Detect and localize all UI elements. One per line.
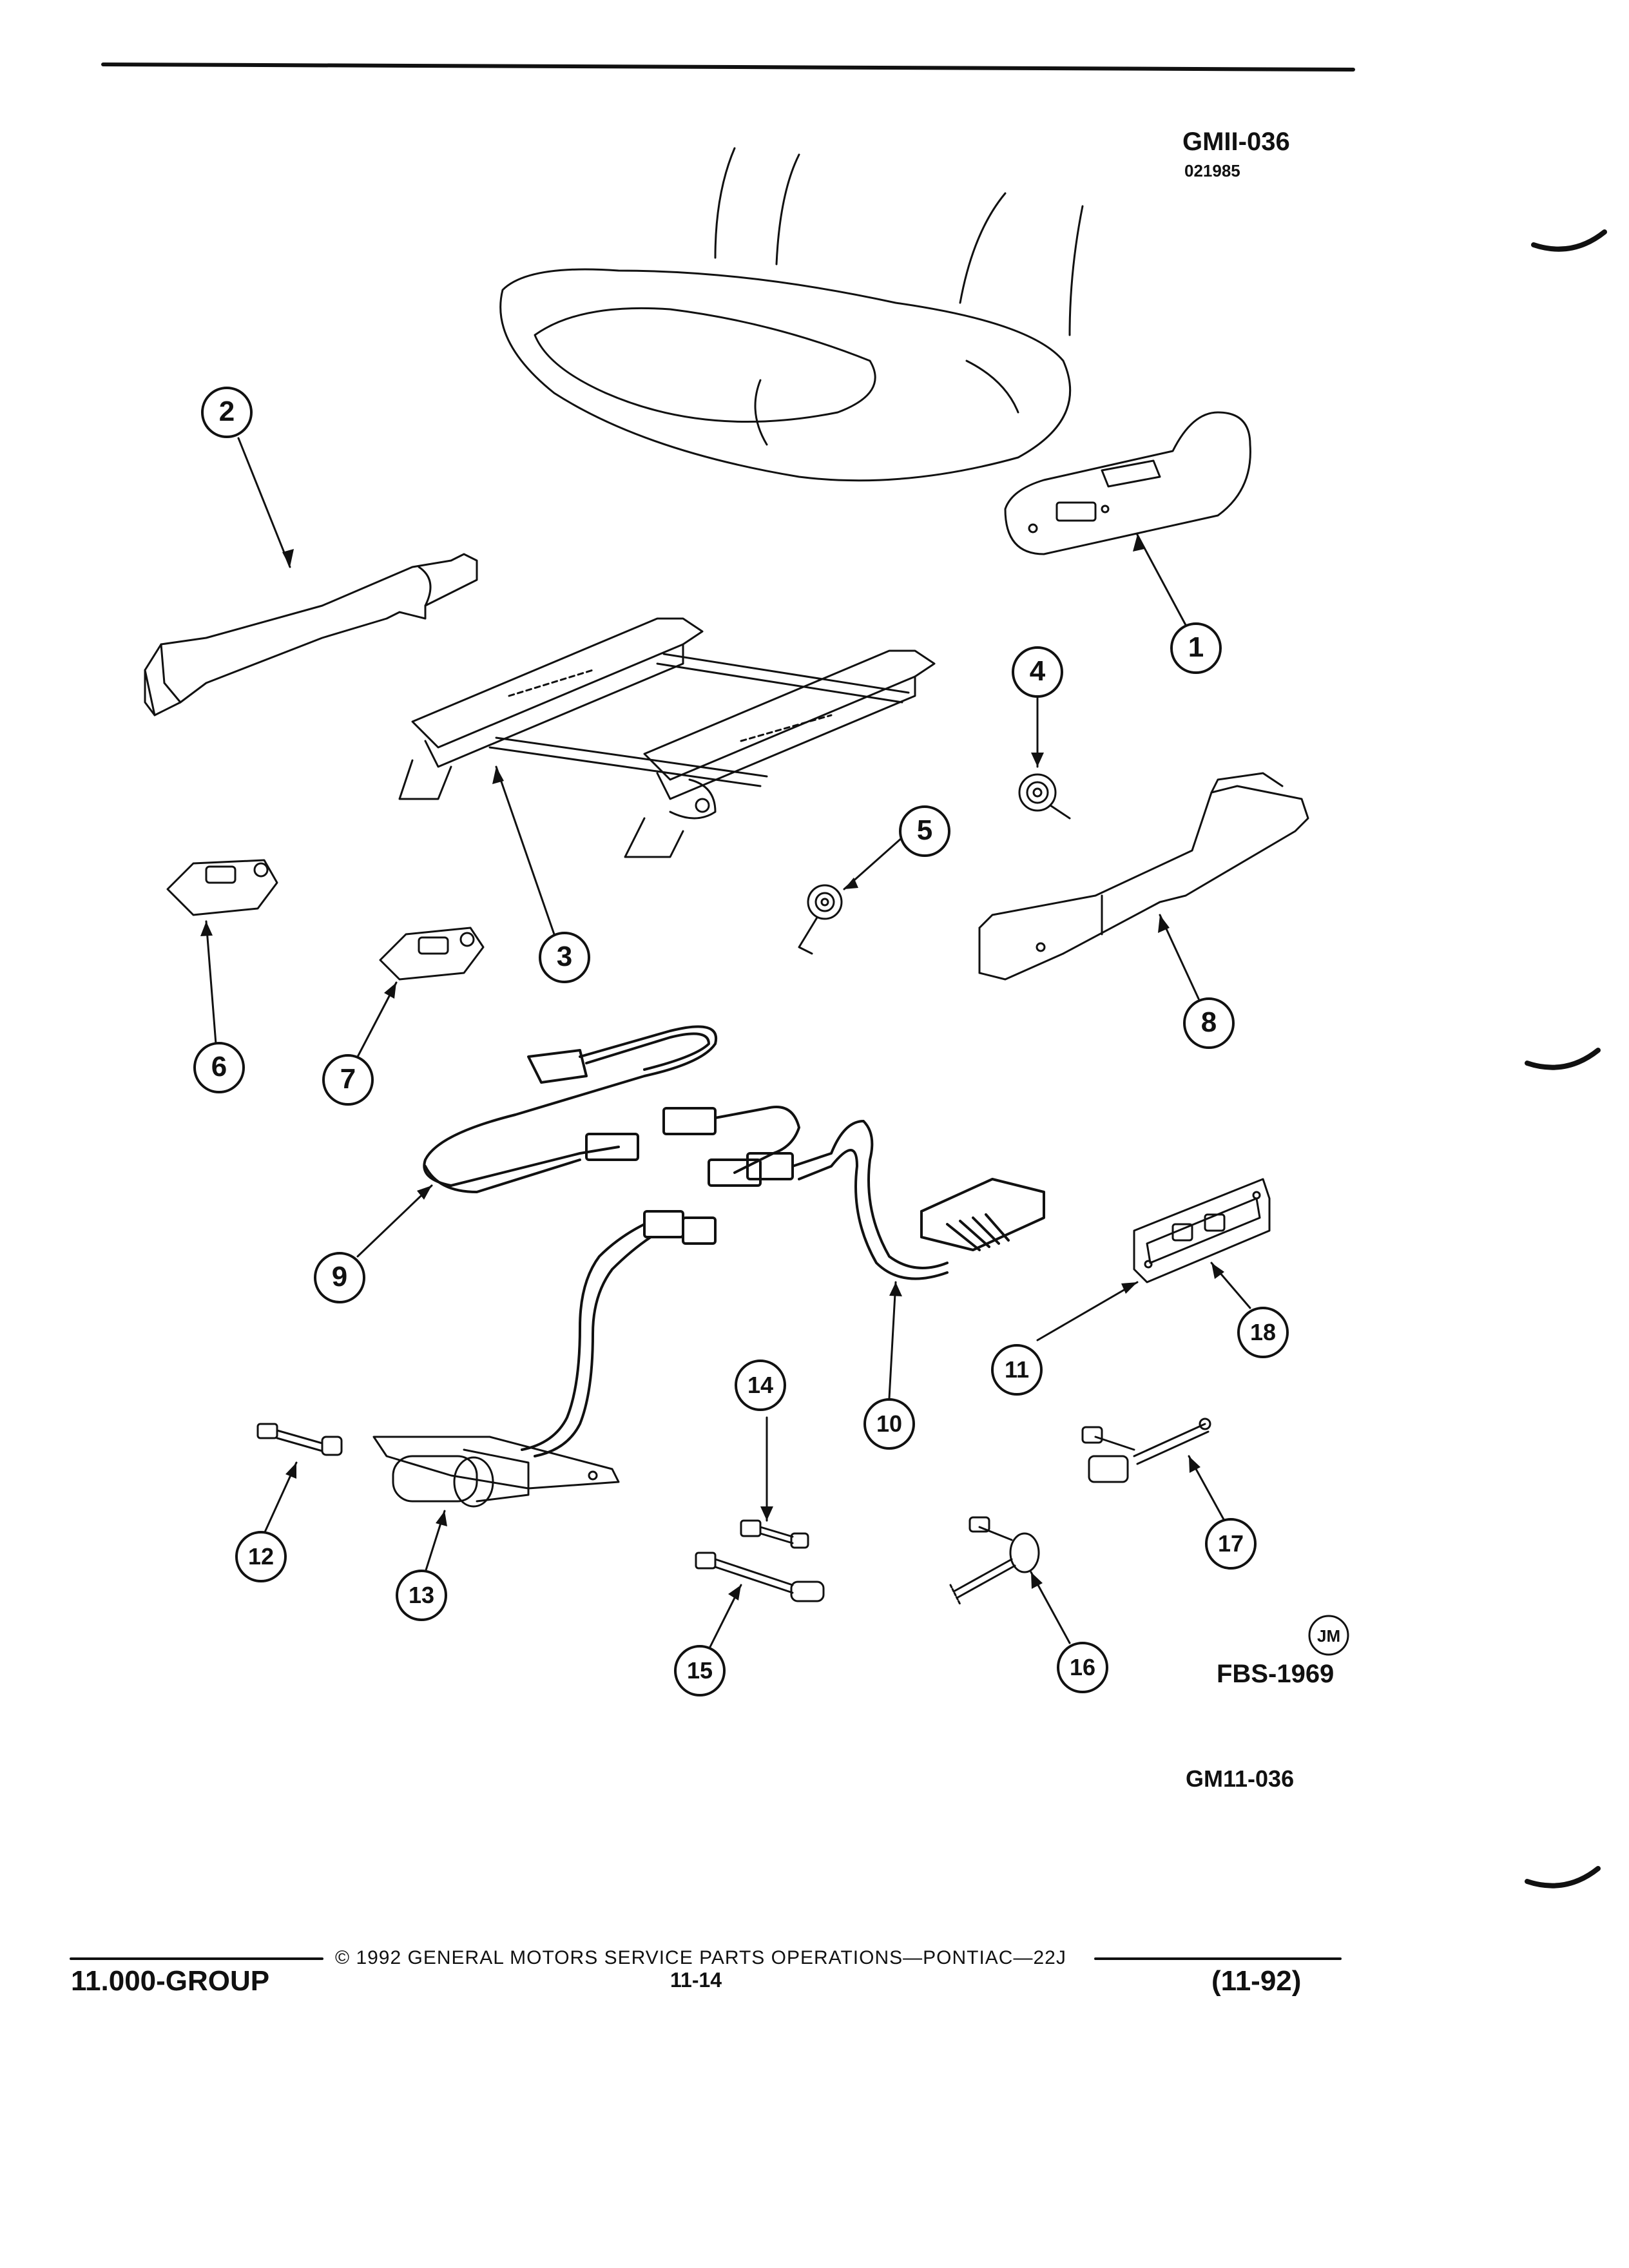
callout-circle-11 bbox=[991, 1344, 1043, 1396]
part-1-side-trim bbox=[1004, 411, 1251, 555]
figure-code: GMII-036 bbox=[1182, 128, 1290, 156]
callout-number: 9 bbox=[331, 1261, 348, 1293]
part-11-switch-bezel bbox=[1133, 1178, 1271, 1283]
figure-date: 021985 bbox=[1184, 161, 1240, 180]
callout-circle-16 bbox=[1057, 1642, 1108, 1693]
binder-mark bbox=[1531, 229, 1607, 252]
figure-code-bottom: GM11-036 bbox=[1186, 1765, 1295, 1792]
callout-number: 15 bbox=[686, 1657, 713, 1684]
footer-group: 11.000-GROUP bbox=[71, 1965, 270, 1997]
part-8-trim-rail bbox=[978, 772, 1309, 981]
binder-mark bbox=[1525, 1866, 1601, 1888]
callout-circle-18 bbox=[1237, 1307, 1289, 1358]
callout-circle-13 bbox=[396, 1570, 447, 1621]
part-14-bolt bbox=[740, 1519, 809, 1549]
part-16-cable bbox=[949, 1516, 1040, 1606]
part-10-harness bbox=[708, 1120, 1045, 1280]
callout-circle-5 bbox=[899, 805, 950, 857]
top-rule bbox=[101, 62, 1355, 72]
seat-cushion bbox=[499, 147, 1084, 482]
callout-circle-17 bbox=[1205, 1518, 1257, 1570]
footer-date: (11-92) bbox=[1211, 1965, 1302, 1997]
callout-number: 10 bbox=[876, 1410, 903, 1437]
part-9-harness bbox=[423, 1025, 800, 1193]
footer-copyright: © 1992 GENERAL MOTORS SERVICE PARTS OPER… bbox=[335, 1947, 1066, 1968]
callout-circle-12 bbox=[235, 1531, 287, 1582]
callout-number: 17 bbox=[1217, 1530, 1244, 1557]
part-2-trim-rail bbox=[144, 553, 478, 716]
callout-number: 2 bbox=[218, 396, 235, 428]
callout-circle-3 bbox=[539, 932, 590, 983]
part-12-bolt bbox=[256, 1423, 343, 1456]
binder-mark bbox=[1525, 1048, 1601, 1070]
part-7-cover bbox=[379, 927, 485, 981]
artist-mark-circle bbox=[1308, 1615, 1349, 1656]
part-17-cable bbox=[1081, 1418, 1211, 1483]
callout-number: 1 bbox=[1188, 631, 1204, 664]
arrowheads bbox=[200, 535, 1224, 1600]
part-15-bolt bbox=[695, 1552, 825, 1602]
callout-number: 6 bbox=[211, 1051, 227, 1083]
callout-circle-15 bbox=[674, 1645, 726, 1696]
callout-number: 4 bbox=[1029, 655, 1046, 687]
callout-circle-7 bbox=[322, 1054, 374, 1106]
part-13-harness bbox=[521, 1210, 717, 1457]
leader-lines bbox=[205, 437, 1251, 1651]
callout-number: 5 bbox=[916, 814, 933, 847]
illustration-code: FBS-1969 bbox=[1217, 1660, 1335, 1688]
callout-number: 18 bbox=[1249, 1319, 1277, 1346]
callout-circle-14 bbox=[735, 1360, 786, 1411]
callout-number: 7 bbox=[340, 1063, 356, 1095]
artist-mark: JM bbox=[1317, 1626, 1341, 1646]
callout-number: 16 bbox=[1069, 1654, 1096, 1681]
callout-circle-6 bbox=[193, 1042, 245, 1093]
footer-page: 11-14 bbox=[670, 1968, 722, 1992]
callout-circle-1 bbox=[1170, 622, 1222, 674]
callout-number: 3 bbox=[556, 941, 573, 973]
part-13-motor bbox=[372, 1436, 620, 1508]
callout-number: 14 bbox=[747, 1372, 774, 1399]
callout-number: 13 bbox=[408, 1582, 435, 1609]
callout-number: 12 bbox=[247, 1543, 275, 1570]
callout-circle-9 bbox=[314, 1252, 365, 1303]
part-6-cover bbox=[166, 859, 278, 916]
callout-number: 11 bbox=[1004, 1356, 1030, 1383]
part-4-spring bbox=[1018, 773, 1071, 820]
callout-number: 8 bbox=[1200, 1006, 1217, 1039]
callout-circles bbox=[193, 387, 1349, 1696]
callout-circle-8 bbox=[1183, 997, 1235, 1049]
callout-circle-2 bbox=[201, 387, 253, 438]
callout-circle-10 bbox=[863, 1398, 915, 1450]
part-5-spring bbox=[798, 884, 843, 955]
callout-circle-4 bbox=[1012, 646, 1063, 698]
part-3-adjuster-track bbox=[398, 617, 936, 858]
